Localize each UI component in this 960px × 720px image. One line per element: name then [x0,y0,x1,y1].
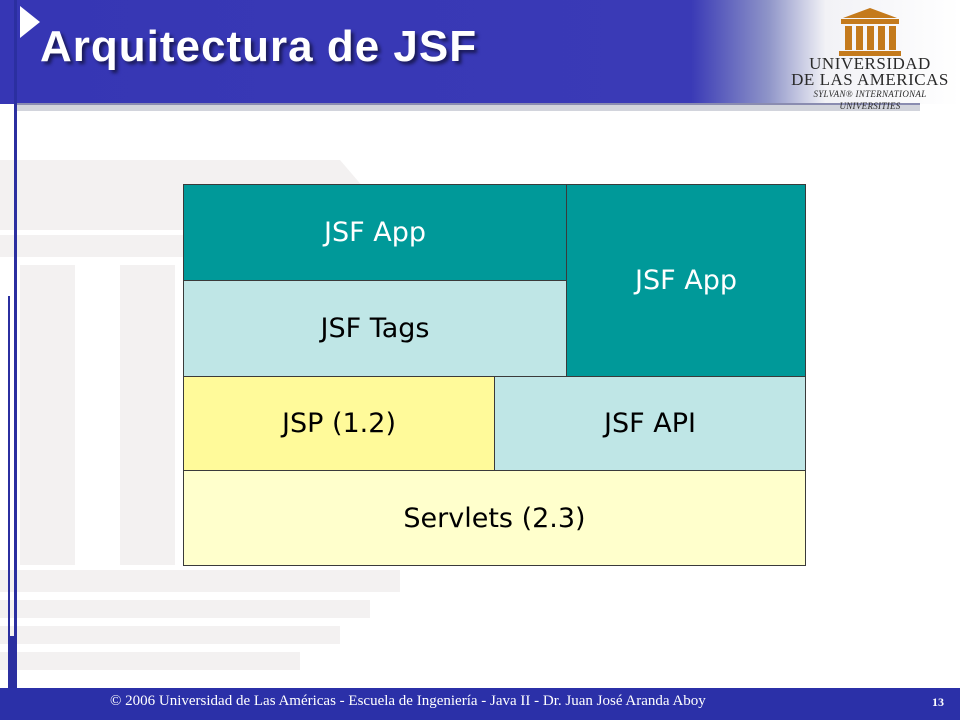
block-jsf-app-right: JSF App [566,184,806,377]
block-jsf-tags: JSF Tags [183,280,567,377]
triangle-arrow-icon [20,6,40,38]
header-band: Arquitectura de JSF [0,0,960,104]
logo-text-line3: SYLVAN® INTERNATIONAL UNIVERSITIES [813,89,927,111]
logo-text-line2: DE LAS AMERICAS [791,70,949,89]
architecture-diagram: JSF App JSF Tags JSF App JSP (1.2) JSF A… [183,184,806,566]
block-jsf-app-left: JSF App [183,184,567,281]
header-divider [14,103,920,111]
temple-logo-icon [839,8,901,56]
logo-text-line1: UNIVERSIDAD [809,54,931,73]
left-border-line-inner [8,296,10,636]
university-logo: UNIVERSIDAD DE LAS AMERICAS SYLVAN® INTE… [790,6,950,111]
slide-title: Arquitectura de JSF [40,22,478,71]
page-number: 13 [932,695,944,709]
block-jsf-api: JSF API [494,376,806,471]
left-border-block [8,636,17,688]
footer-bar: © 2006 Universidad de Las Américas - Esc… [0,688,960,720]
left-border-line [14,0,17,690]
block-jsp: JSP (1.2) [183,376,495,471]
block-servlets: Servlets (2.3) [183,470,806,566]
footer-copyright: © 2006 Universidad de Las Américas - Esc… [110,693,706,709]
header-divider-dark [14,103,920,105]
